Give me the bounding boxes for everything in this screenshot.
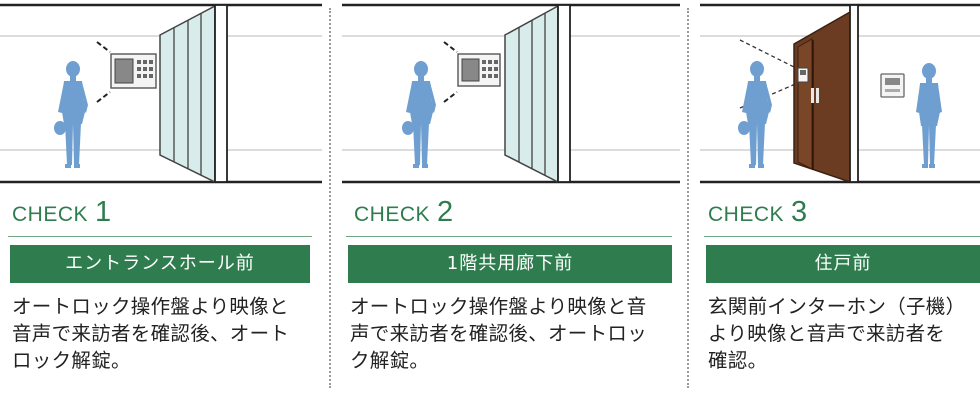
check-heading: CHECK 2 (354, 196, 453, 229)
indoor-monitor-icon (880, 73, 905, 98)
description-line: ロック解錠。 (12, 349, 131, 372)
check-heading: CHECK 3 (708, 196, 807, 229)
description-line: 声で来訪者を確認後、オートロッ (350, 322, 648, 345)
description-line: オートロック操作盤より映像と (12, 295, 289, 318)
intercom-panel-icon (443, 41, 501, 103)
check-number: 2 (437, 196, 454, 228)
corridor-scene-illustration (342, 3, 680, 184)
description-line: 音声で来訪者を確認後、オート (12, 322, 290, 345)
column-divider (687, 8, 689, 388)
check-description: 玄関前インターホン（子機） より映像と音声で来訪者を 確認。 (708, 293, 965, 374)
intercom-panel-icon (96, 41, 157, 103)
heading-rule (346, 236, 672, 237)
check-word: CHECK (708, 203, 785, 226)
check-number: 3 (791, 196, 808, 228)
check-number: 1 (95, 196, 112, 228)
description-line: より映像と音声で来訪者を (708, 322, 946, 345)
location-bar: 住戸前 (706, 245, 980, 283)
resident-figure-icon (916, 63, 942, 168)
woman-figure-icon (738, 61, 772, 168)
entrance-door-icon (793, 4, 859, 184)
check-word: CHECK (354, 203, 431, 226)
location-bar: 1階共用廊下前 (348, 245, 672, 283)
location-bar: エントランスホール前 (10, 245, 310, 283)
door-intercom-icon (797, 67, 809, 83)
woman-figure-icon (402, 61, 436, 168)
check-panel-2: CHECK 2 1階共用廊下前 オートロック操作盤より映像と音 声で来訪者を確認後… (342, 0, 680, 412)
check-description: オートロック操作盤より映像と音 声で来訪者を確認後、オートロッ ク解錠。 (350, 293, 647, 374)
description-line: 確認。 (708, 349, 768, 372)
check-word: CHECK (12, 203, 89, 226)
description-line: ク解錠。 (350, 349, 430, 372)
heading-rule (8, 236, 312, 237)
heading-rule (704, 236, 980, 237)
column-divider (329, 8, 331, 388)
description-line: 玄関前インターホン（子機） (708, 295, 966, 318)
entrance-scene-illustration (0, 3, 322, 184)
check-panel-3: CHECK 3 住戸前 玄関前インターホン（子機） より映像と音声で来訪者を 確認… (700, 0, 980, 412)
woman-figure-icon (54, 61, 88, 168)
check-heading: CHECK 1 (12, 196, 111, 229)
glass-door-icon (504, 4, 571, 184)
glass-door-icon (159, 4, 228, 184)
front-door-scene-illustration (700, 3, 980, 184)
description-line: オートロック操作盤より映像と音 (350, 295, 647, 318)
check-description: オートロック操作盤より映像と 音声で来訪者を確認後、オート ロック解錠。 (12, 293, 289, 374)
check-panel-1: CHECK 1 エントランスホール前 オートロック操作盤より映像と 音声で来訪者を… (0, 0, 322, 412)
